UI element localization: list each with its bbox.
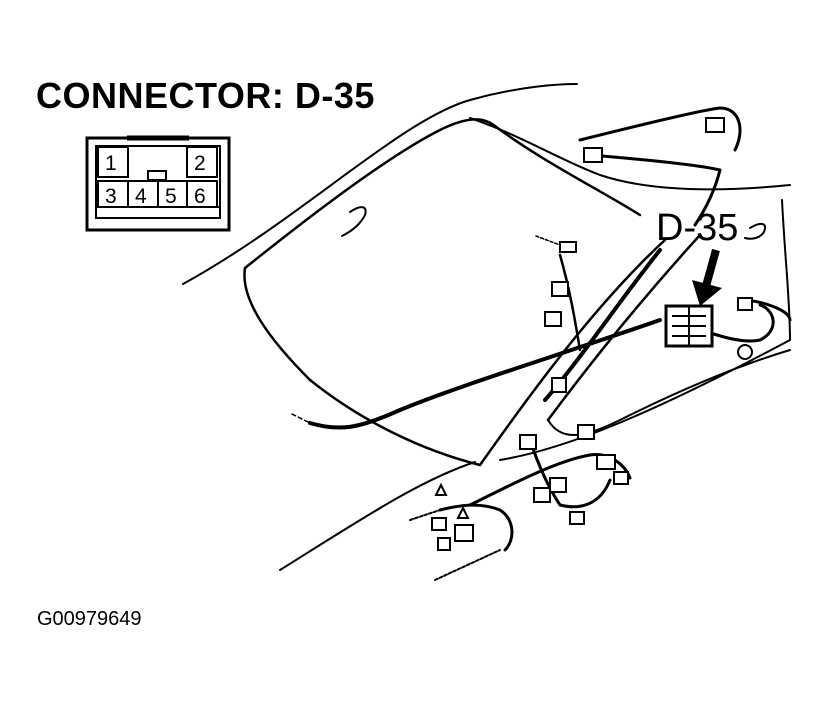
pin-label-6: 6 [194,185,206,208]
pin-cavity [186,180,218,208]
pin-cavity [186,146,218,178]
pin-label-1: 1 [105,152,117,175]
connector-callout-label: D-35 [656,207,739,249]
pin-label-2: 2 [194,152,206,175]
pin-label-4: 4 [135,185,147,208]
wiring-harness [291,106,792,581]
connector-cavities [97,146,218,208]
callout-arrow-icon [692,248,722,306]
d35-connector-location [664,304,714,348]
pin-cavity [97,146,129,178]
pin-label-3: 3 [105,185,117,208]
pin-label-5: 5 [165,185,177,208]
harness-connectors [431,117,753,551]
diagram-title: CONNECTOR: D-35 [36,75,375,116]
figure-id: G00979649 [37,608,142,630]
vehicle-body-outline [182,83,791,571]
